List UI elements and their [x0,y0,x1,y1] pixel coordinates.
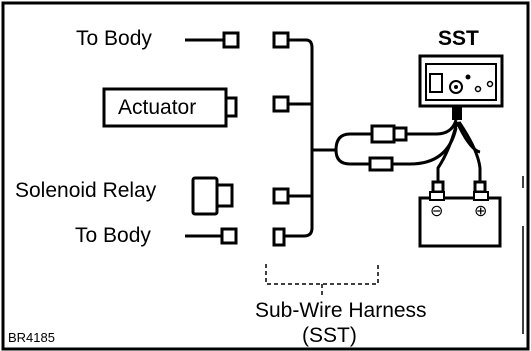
label-sst: SST [438,27,479,50]
sst-tester [418,54,504,120]
label-to-body-top: To Body [76,27,152,50]
label-sst-paren: (SST) [302,324,357,347]
label-to-body-bottom: To Body [75,224,151,247]
battery-negative-terminal: ⊖ [430,203,444,220]
battery-leads [431,121,487,194]
figure-code: BR4185 [8,330,55,345]
to-body-top-connector [185,31,240,49]
label-sub-wire-harness: Sub-Wire Harness [255,299,427,322]
to-body-bottom-connector [185,227,238,245]
actuator-box [102,87,238,128]
label-actuator: Actuator [118,96,197,119]
harness-connectors [272,31,290,247]
label-solenoid-relay: Solenoid Relay [15,179,157,202]
battery-positive-terminal: ⊕ [474,203,488,220]
solenoid-relay-box [191,176,234,216]
harness-wires [284,38,458,238]
harness-bracket [265,264,379,298]
battery-icon [418,191,502,248]
